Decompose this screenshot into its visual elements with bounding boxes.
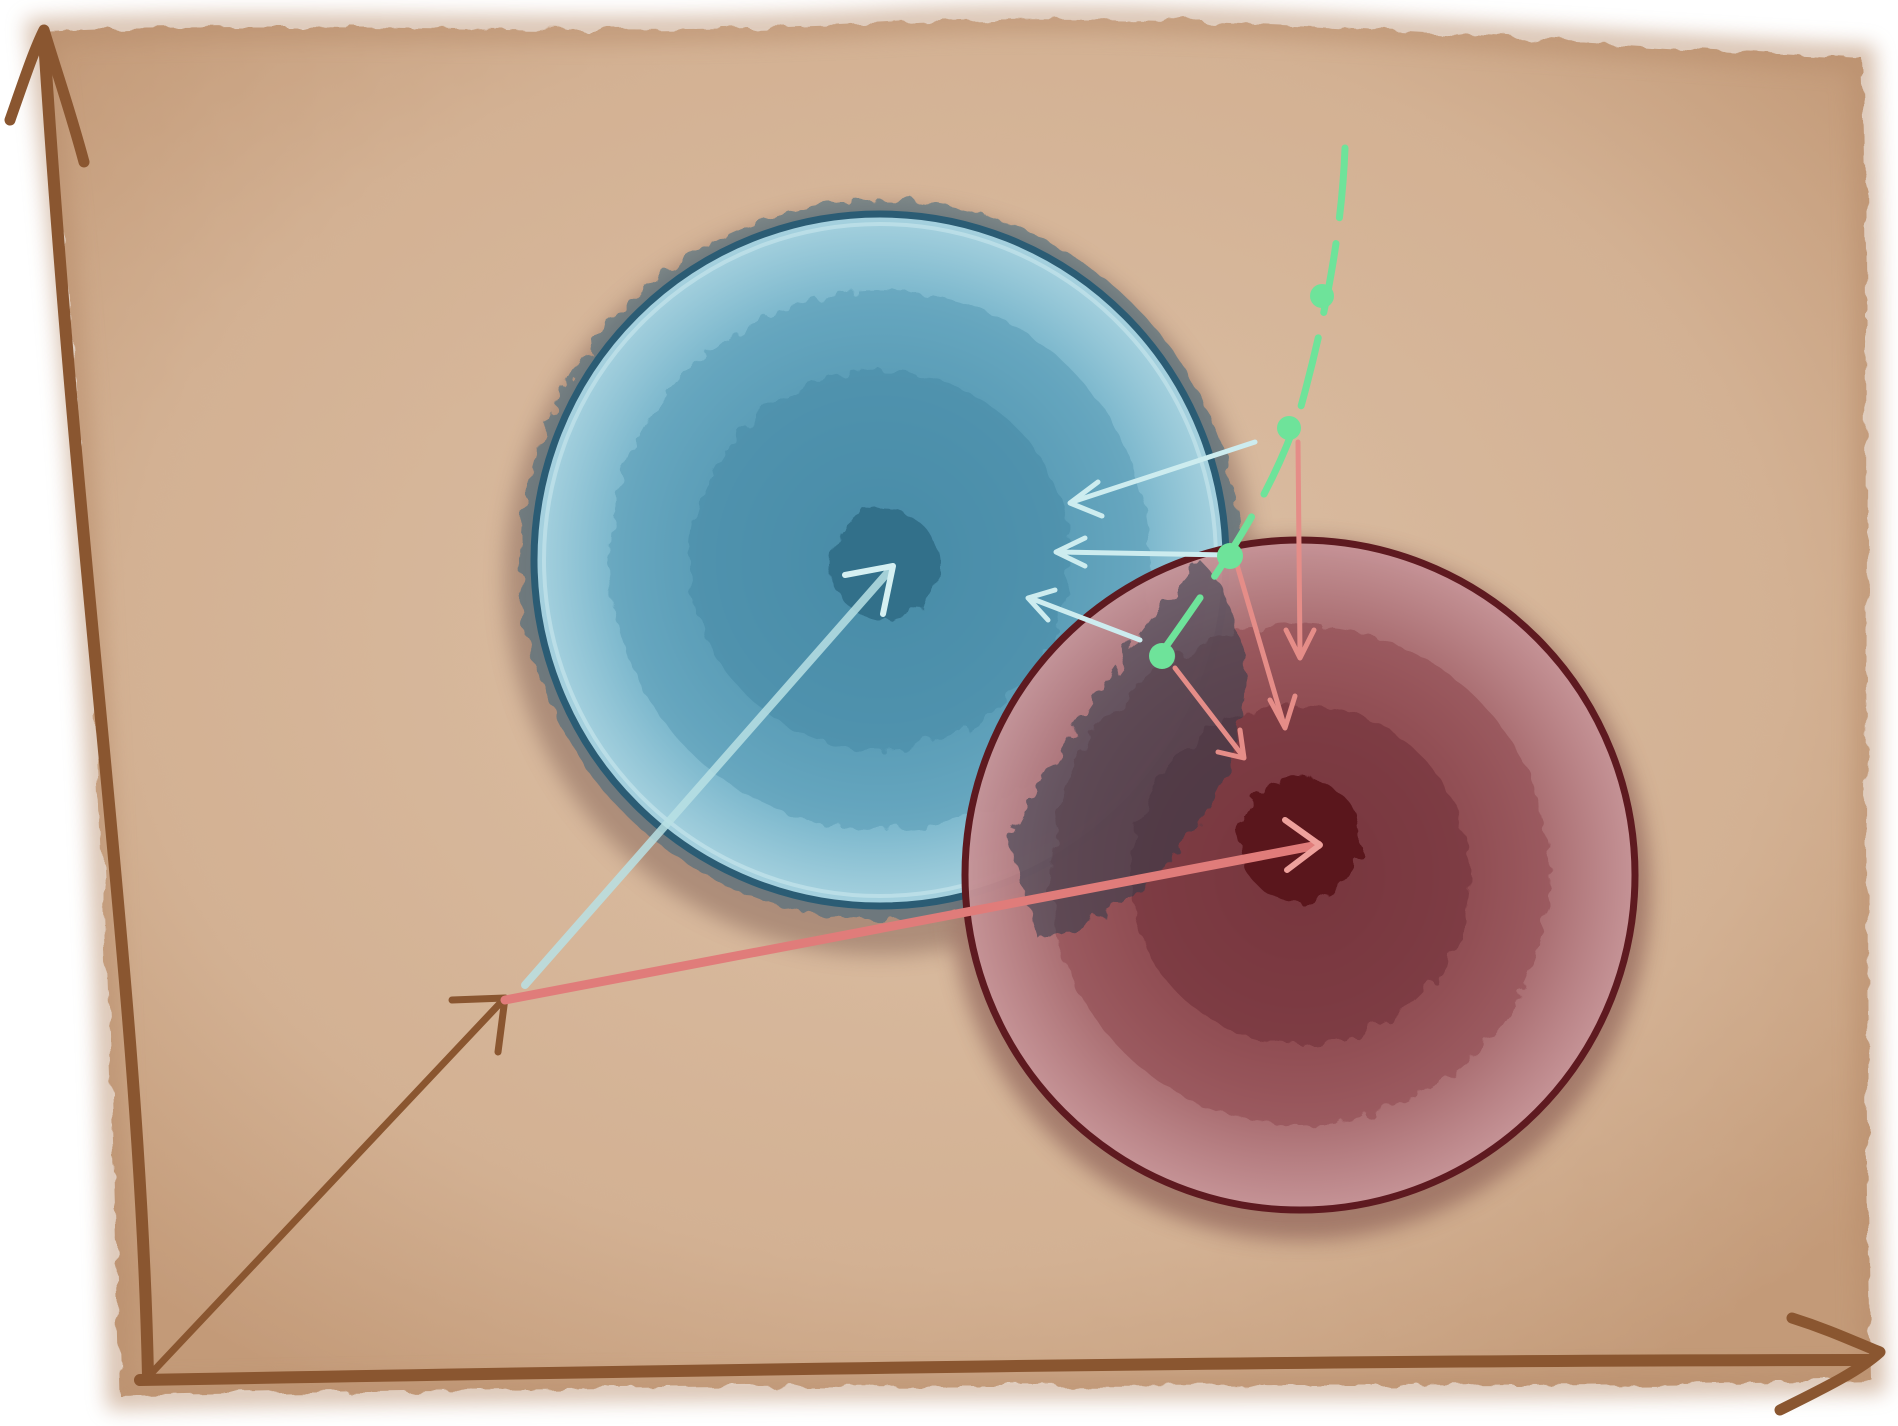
boundary-curve [1156, 144, 1349, 659]
position-vectors [141, 563, 1323, 1384]
force-arrow-blue-1 [1069, 439, 1258, 505]
overlap-region [1010, 560, 1245, 940]
y-axis-arrowhead [4, 24, 90, 168]
coordinate-axes [4, 24, 1886, 1416]
boundary-point-4 [1149, 643, 1175, 669]
y-axis [38, 34, 154, 1382]
force-arrow-red-2 [1232, 555, 1287, 728]
blue-center-vector-arrowhead [842, 563, 896, 617]
boundary-point-1 [1310, 284, 1334, 308]
red-center-vector-arrowhead [1282, 817, 1323, 873]
force-arrows [1025, 439, 1317, 761]
blue-center-vector [521, 566, 894, 989]
x-axis [134, 1354, 1874, 1386]
origin-to-reference-vector [141, 994, 509, 1384]
red-disk-core [1238, 778, 1362, 902]
force-arrow-blue-2 [1055, 549, 1231, 558]
boundary-point-3 [1217, 543, 1243, 569]
force-arrow-blue-3 [1027, 595, 1143, 643]
force-arrow-red-3 [1172, 665, 1245, 758]
boundary-points [1149, 284, 1334, 669]
x-axis-arrowhead [1774, 1312, 1886, 1416]
force-arrow-red-1 [1295, 439, 1303, 658]
red-center-vector [500, 840, 1323, 1005]
boundary-point-2 [1277, 416, 1301, 440]
